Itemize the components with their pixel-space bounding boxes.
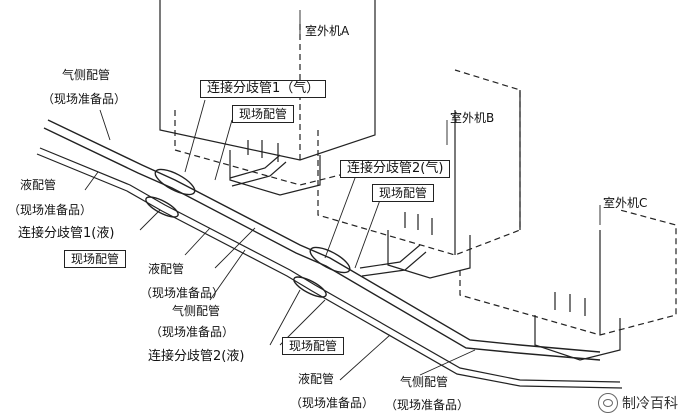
label-gas-pipe-1-note: （现场准备品） bbox=[42, 92, 127, 106]
label-unit-c: 室外机C bbox=[603, 196, 648, 210]
label-unit-a: 室外机A bbox=[305, 24, 350, 38]
label-liquid-pipe-3-note: （现场准备品） bbox=[290, 396, 375, 410]
label-liquid-pipe-1: 液配管 bbox=[20, 178, 57, 192]
label-gas-pipe-3-note: （现场准备品） bbox=[385, 398, 470, 412]
gas-pipe-run bbox=[43, 119, 601, 361]
label-liquid-pipe-1-note: （现场准备品） bbox=[8, 203, 93, 217]
watermark-text: 制冷百科 bbox=[622, 396, 678, 412]
branch-joint-gas-1 bbox=[154, 168, 196, 196]
label-field-pipe-2: 现场配管 bbox=[64, 250, 127, 268]
label-gas-pipe-1: 气侧配管 bbox=[62, 68, 111, 82]
label-field-pipe-1: 现场配管 bbox=[232, 105, 295, 123]
label-gas-pipe-2-note: （现场准备品） bbox=[150, 325, 235, 339]
leader-lines bbox=[84, 10, 601, 381]
outdoor-unit-a bbox=[159, 0, 376, 196]
outdoor-unit-b bbox=[317, 69, 521, 279]
branch-joint-liquid-1 bbox=[145, 196, 179, 218]
branch-joint-liquid-2 bbox=[293, 276, 327, 298]
label-branch-gas-1: 连接分歧管1（气） bbox=[200, 80, 327, 98]
label-unit-b: 室外机B bbox=[450, 111, 495, 125]
label-branch-gas-2: 连接分歧管2(气) bbox=[340, 160, 451, 178]
label-gas-pipe-2: 气侧配管 bbox=[172, 304, 221, 318]
label-liquid-pipe-3: 液配管 bbox=[298, 372, 335, 386]
watermark: 制冷百科 bbox=[598, 393, 678, 413]
label-branch-liquid-1: 连接分歧管1(液) bbox=[18, 226, 115, 241]
outdoor-unit-c bbox=[459, 209, 677, 361]
label-gas-pipe-3: 气侧配管 bbox=[400, 375, 449, 389]
label-branch-liquid-2: 连接分歧管2(液) bbox=[148, 349, 245, 364]
label-liquid-pipe-2-note: （现场准备品） bbox=[140, 286, 225, 300]
branch-joint-gas-2 bbox=[309, 246, 351, 274]
label-liquid-pipe-2: 液配管 bbox=[148, 262, 185, 276]
label-field-pipe-4: 现场配管 bbox=[282, 337, 345, 355]
label-field-pipe-3: 现场配管 bbox=[372, 184, 435, 202]
wechat-logo-icon bbox=[598, 393, 618, 413]
